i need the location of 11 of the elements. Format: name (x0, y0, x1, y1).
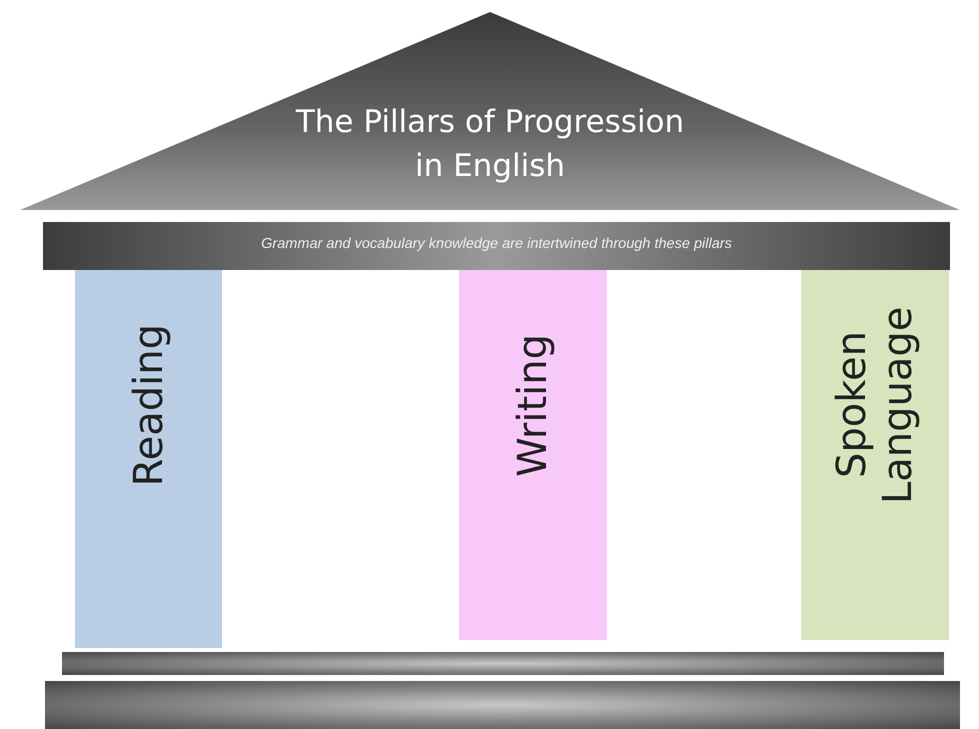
banner-bar (43, 222, 950, 270)
roof-title: The Pillars of Progression in English (294, 103, 686, 186)
pillar (459, 270, 607, 640)
pillar-label: Reading (126, 324, 172, 486)
pillar-label: Writing (510, 334, 556, 476)
base-step (62, 652, 944, 675)
base-step (45, 681, 960, 729)
pillar (801, 270, 949, 640)
pillar (75, 270, 222, 648)
banner-text: Grammar and vocabulary knowledge are intertwined through these pillars (260, 236, 733, 252)
pillar-label: Spoken Language (829, 305, 921, 506)
